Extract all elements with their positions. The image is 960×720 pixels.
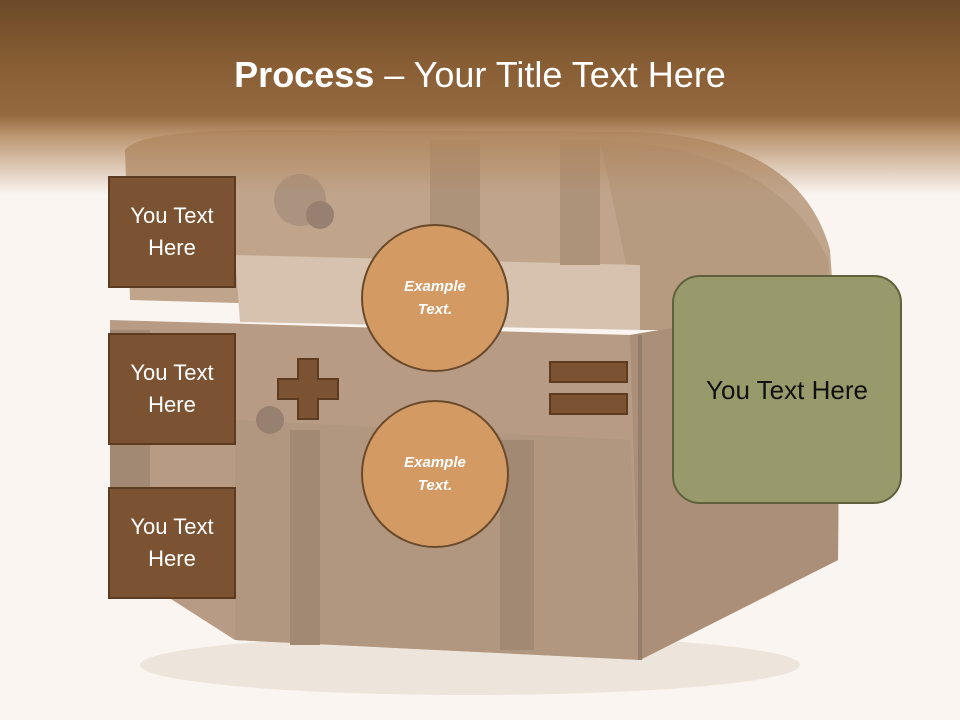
text-box-1: You Text Here bbox=[108, 176, 236, 288]
title-bold: Process bbox=[234, 54, 375, 95]
example-circle-2: Example Text. bbox=[361, 400, 509, 548]
plus-sign-icon bbox=[277, 358, 339, 420]
example-circle-1: Example Text. bbox=[361, 224, 509, 372]
equals-sign-icon bbox=[549, 361, 628, 415]
text-box-3: You Text Here bbox=[108, 487, 236, 599]
slide-title: Process – Your Title Text Here bbox=[0, 52, 960, 98]
result-box: You Text Here bbox=[672, 275, 902, 504]
title-rest: – Your Title Text Here bbox=[374, 54, 726, 95]
text-box-2: You Text Here bbox=[108, 333, 236, 445]
header-band bbox=[0, 0, 960, 200]
